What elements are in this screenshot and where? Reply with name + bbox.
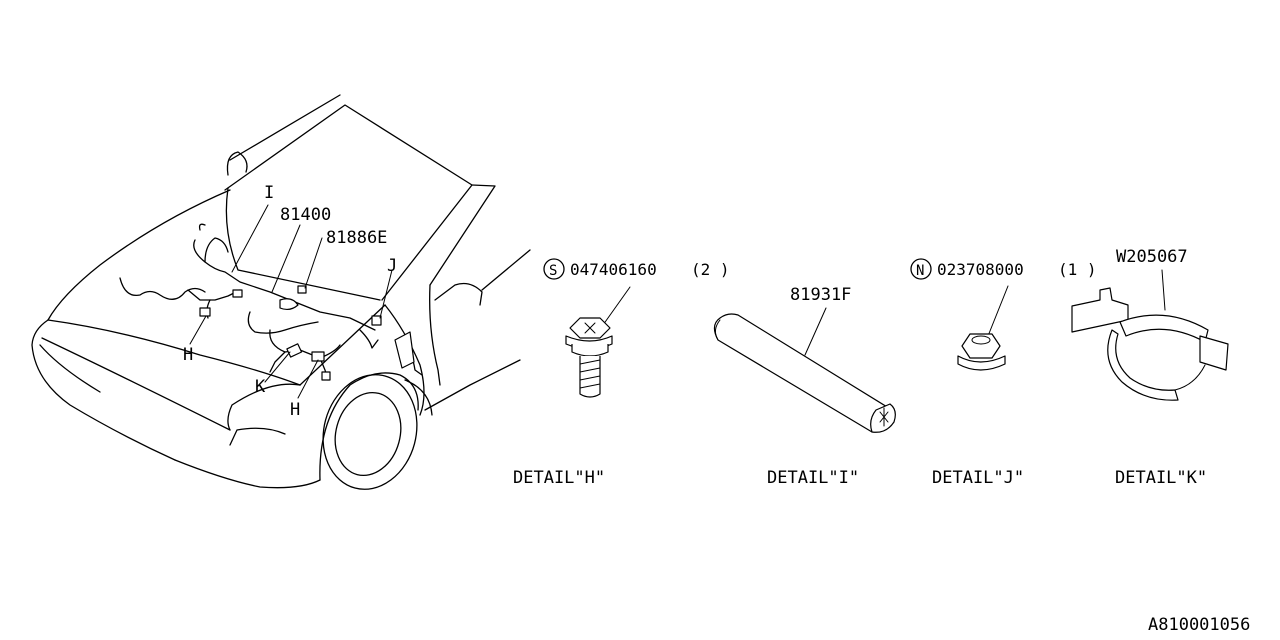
detail-h-title: DETAIL"H"	[513, 468, 605, 488]
harness-relay-box	[394, 331, 415, 369]
n-symbol-letter: N	[916, 263, 924, 279]
harness-connector	[232, 289, 243, 298]
callout-81886e: 81886E	[326, 228, 387, 248]
detail-h-quantity: (2 )	[691, 260, 730, 279]
harness-connector	[297, 285, 307, 294]
s-symbol-circle	[543, 258, 565, 280]
callout-h-marker: H	[290, 400, 300, 420]
callout-leaders	[189, 204, 393, 399]
harness-connector	[286, 343, 303, 358]
detail-j-quantity: (1 )	[1058, 260, 1097, 279]
diagram-id: A810001056	[1148, 615, 1250, 635]
wiring-harness	[119, 223, 423, 381]
callout-k-marker: K	[255, 377, 266, 397]
detail-k-clip	[1071, 269, 1229, 401]
detail-j-part-number: 023708000	[937, 260, 1024, 279]
detail-k-title: DETAIL"K"	[1115, 468, 1207, 488]
callout-i-marker: I	[264, 183, 274, 203]
detail-i-part-number: 81931F	[790, 285, 851, 305]
detail-k-part-number: W205067	[1116, 247, 1188, 267]
detail-i-title: DETAIL"I"	[767, 468, 859, 488]
callout-j-marker: J	[387, 256, 397, 276]
detail-h-bolt: S	[543, 258, 631, 398]
car-body-illustration	[31, 94, 531, 490]
callout-h-marker: H	[183, 345, 193, 365]
detail-h-part-number: 047406160	[570, 260, 657, 279]
harness-grommet	[279, 298, 299, 311]
harness-connector	[371, 315, 382, 326]
n-symbol-circle	[910, 258, 932, 280]
detail-j-nut: N	[910, 258, 1009, 371]
harness-connector	[321, 371, 331, 381]
callout-81400: 81400	[280, 205, 331, 225]
s-symbol-letter: S	[549, 263, 557, 279]
detail-i-weatherstrip	[713, 307, 896, 433]
harness-connector	[199, 307, 211, 317]
detail-j-title: DETAIL"J"	[932, 468, 1024, 488]
